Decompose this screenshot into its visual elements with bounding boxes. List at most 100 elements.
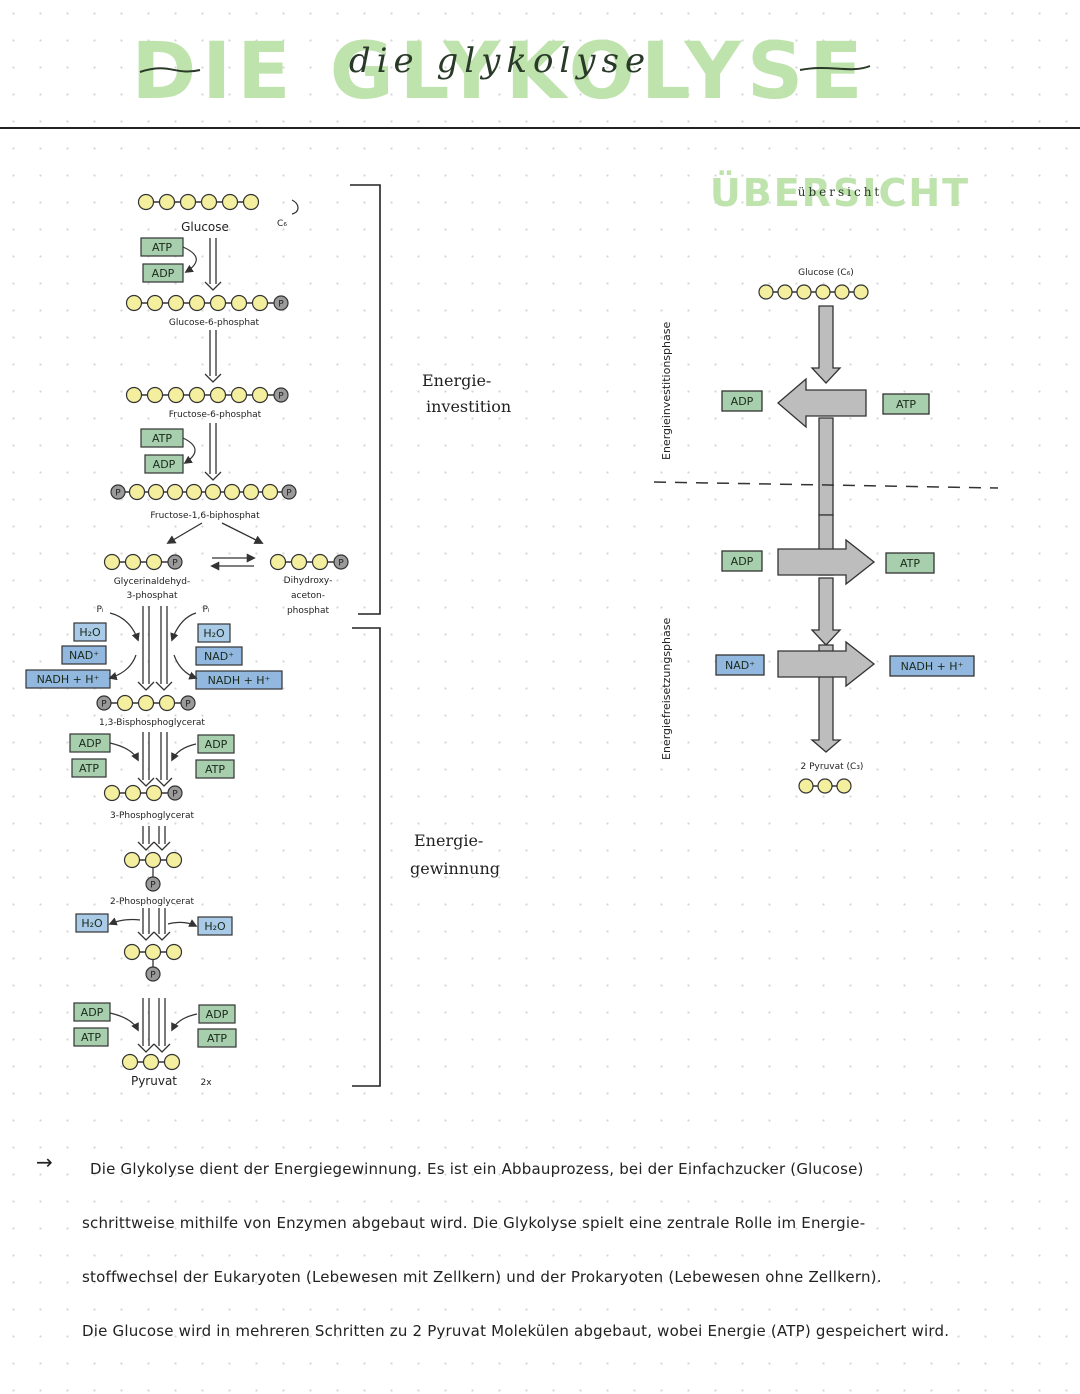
carbon-atom xyxy=(123,943,141,961)
carbon-atom xyxy=(796,284,812,300)
step6-curl-r1 xyxy=(170,612,197,642)
carbon-atom xyxy=(853,284,869,300)
overview-inv-atp-box xyxy=(882,393,930,415)
step6-nad-left-box xyxy=(61,645,107,665)
step3-adp: ADP xyxy=(153,458,176,471)
carbon-atom xyxy=(125,294,143,312)
phosphate xyxy=(180,695,196,711)
carbon-atom xyxy=(251,386,269,404)
title-big: DIE GLYKOLYSE xyxy=(131,27,868,117)
split-arrow-left xyxy=(166,522,203,544)
pyruvat-chain xyxy=(121,1053,181,1071)
step8-arrow-a-head xyxy=(137,841,155,851)
carbon-atom xyxy=(188,294,206,312)
carbon-atom xyxy=(251,294,269,312)
overview-phase-divider xyxy=(653,481,999,489)
carbon-atom xyxy=(798,778,814,794)
carbon-atom xyxy=(188,386,206,404)
phosphate-label: P xyxy=(338,559,344,569)
step6-nad-right-box xyxy=(195,646,243,666)
carbon-atom xyxy=(242,193,260,211)
step7-adp-right-box xyxy=(197,734,235,754)
pg2-phosphate xyxy=(145,876,161,892)
page-title: DIE GLYKOLYSE die glykolyse xyxy=(131,27,871,117)
overview-panel: ÜBERSICHT übersicht Glucose (C₆) ADP ATP… xyxy=(653,171,999,794)
carbon-atom xyxy=(125,386,143,404)
step1-arrow-head xyxy=(204,281,222,291)
carbon-atom xyxy=(817,778,833,794)
overview-rel-adp-box xyxy=(721,550,763,572)
overview-rel-adp: ADP xyxy=(731,555,754,568)
pg3-label: 3-Phosphoglycerat xyxy=(110,811,194,821)
carbon-atom xyxy=(758,284,774,300)
phase-gain-l1: Energie- xyxy=(414,831,483,850)
title-script: die glykolyse xyxy=(349,41,651,81)
step7-arrow-b-head xyxy=(155,777,173,787)
phosphate xyxy=(273,295,289,311)
phase-gain-l2: gewinnung xyxy=(410,859,500,878)
step1-atp: ATP xyxy=(152,241,172,254)
overview-arrow-right-2 xyxy=(777,640,876,688)
phosphate-label: P xyxy=(115,489,121,499)
phosphate-label: P xyxy=(286,489,292,499)
carbon-atom xyxy=(230,386,248,404)
step6-h2o-right-box xyxy=(197,623,231,643)
glucose-chain xyxy=(137,193,260,211)
phosphate xyxy=(273,387,289,403)
carbon-atom xyxy=(167,386,185,404)
step3-atp: ATP xyxy=(152,432,172,445)
step6-arrow-a-head xyxy=(137,681,155,691)
overview-arrow-down-1 xyxy=(810,305,842,384)
step10-adp-left-box xyxy=(73,1002,111,1022)
carbon-atom xyxy=(145,553,163,571)
step7-atp-right: ATP xyxy=(205,763,225,776)
step9-curl-l xyxy=(108,917,141,926)
step9-h2o-right: H₂O xyxy=(204,920,226,933)
carbon-atom xyxy=(142,1053,160,1071)
phosphate xyxy=(167,785,183,801)
step10-atp-right-box xyxy=(197,1028,237,1048)
step7-curl-r xyxy=(171,743,197,762)
carbon-atom xyxy=(121,1053,139,1071)
pep-phosphate xyxy=(145,966,161,982)
overview-phase2-vertical: Energiefreisetzungsphase xyxy=(660,618,673,760)
step6-nadh-right: NADH + H⁺ xyxy=(208,674,271,687)
carbon-atom xyxy=(290,553,308,571)
carbon-atom xyxy=(221,193,239,211)
pi-right: Pᵢ xyxy=(202,605,209,615)
phase-investment-l1: Energie- xyxy=(422,371,491,390)
carbon-atom xyxy=(144,943,162,961)
step7-adp-right: ADP xyxy=(205,738,228,751)
carbon-atom xyxy=(200,193,218,211)
pg2-label: 2-Phosphoglycerat xyxy=(110,897,194,907)
gap-chain: P xyxy=(103,553,183,571)
step7-curl-l xyxy=(109,742,139,762)
overview-glucose-label: Glucose (C₆) xyxy=(798,268,854,278)
step7-atp-left-box xyxy=(71,758,107,778)
carbon-atom xyxy=(223,483,241,501)
step9-arrow-a-head xyxy=(137,931,155,941)
step3-arrow-head xyxy=(204,471,222,481)
carbon-atom xyxy=(137,193,155,211)
phosphate-label: P xyxy=(101,700,107,710)
step6-curl-r2 xyxy=(173,654,198,680)
step10-curl-l xyxy=(109,1012,139,1032)
dhap-label-1: Dihydroxy- xyxy=(284,576,333,586)
step6-nadh-right-box xyxy=(195,670,283,690)
step10-adp-right-box xyxy=(198,1004,236,1024)
step9-h2o-right-box xyxy=(197,916,233,936)
step9-arrow-b-head xyxy=(153,931,171,941)
pep-p-label: P xyxy=(150,971,156,981)
overview-arrow-left xyxy=(777,377,867,429)
step6-nadh-left: NADH + H⁺ xyxy=(37,673,100,686)
overview-glucose-atoms xyxy=(758,284,869,300)
carbon-atom xyxy=(144,851,162,869)
step9-curl-r xyxy=(167,919,198,927)
dhap-chain: P xyxy=(269,553,349,571)
step6-curl-l2 xyxy=(108,654,137,681)
step1-curl xyxy=(182,246,197,273)
overview-glucose-chain xyxy=(758,284,869,300)
carbon-atom xyxy=(777,284,793,300)
carbon-atom xyxy=(166,483,184,501)
